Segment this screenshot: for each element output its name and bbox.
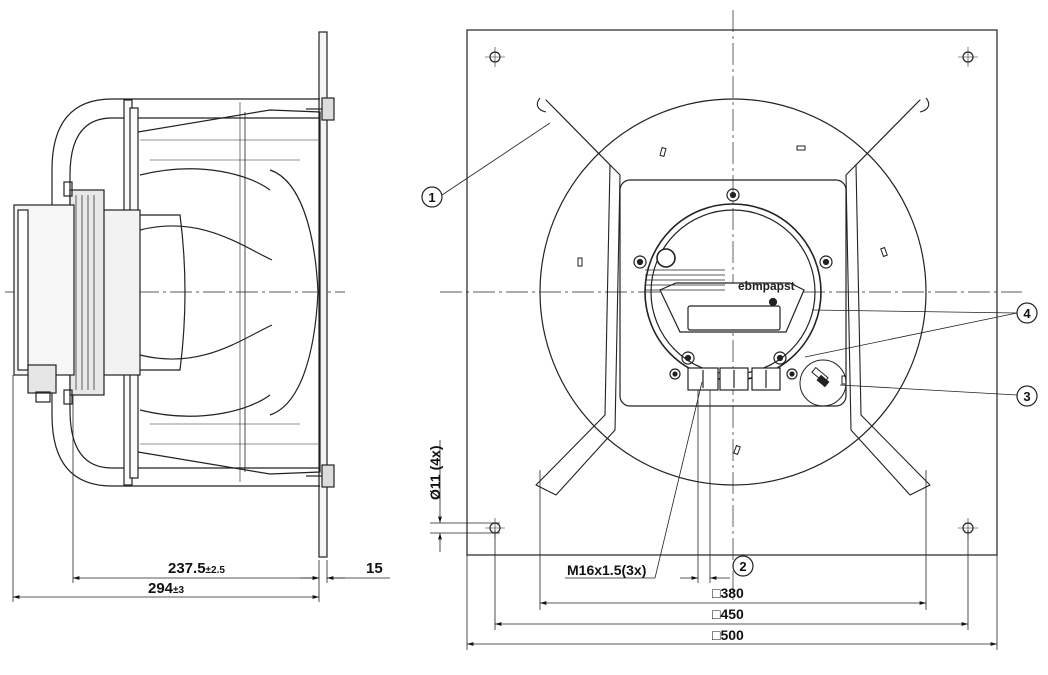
side-view [5,31,390,602]
callout-4-circle [1016,302,1038,324]
mounting-holes [485,47,978,538]
hole-dim-label: Ø11 (4x) [427,446,443,500]
motor-housing [644,203,822,381]
screw-bosses [633,188,833,380]
dim-500-label: □500 [712,627,744,643]
dim-294-label: 294±3 [148,580,185,597]
support-arms [535,97,931,496]
front-mounting-plate [466,29,998,556]
callout-1-label: 1 [428,190,435,205]
callout-2-circle [732,555,754,577]
ground-screw [811,366,830,388]
dim-15-label: 15 [366,560,383,577]
brand-logo: ebmpapst [738,279,795,293]
front-view [421,10,1038,650]
side-impeller [123,99,321,486]
callout-2-label: 2 [739,559,746,574]
ring-slots [577,145,888,456]
front-dimension-lines [430,122,1018,650]
cable-gland-label: M16x1.5(3x) [567,562,646,578]
inlet-ring [539,98,927,486]
detail-circle [799,359,847,407]
callout-3-circle [1016,385,1038,407]
dim-450-label: □450 [712,606,744,622]
callout-3-label: 3 [1023,389,1030,404]
callout-4-label: 4 [1023,306,1031,321]
dim-380-label: □380 [712,585,744,601]
callout-1-circle [421,186,443,208]
dim-237-label: 237.5±2.5 [168,560,225,577]
side-mounting-plate [306,31,335,558]
motor-mount-square [619,179,847,407]
side-motor [13,181,186,405]
side-dimension-lines [12,375,390,602]
cable-glands [687,367,781,391]
